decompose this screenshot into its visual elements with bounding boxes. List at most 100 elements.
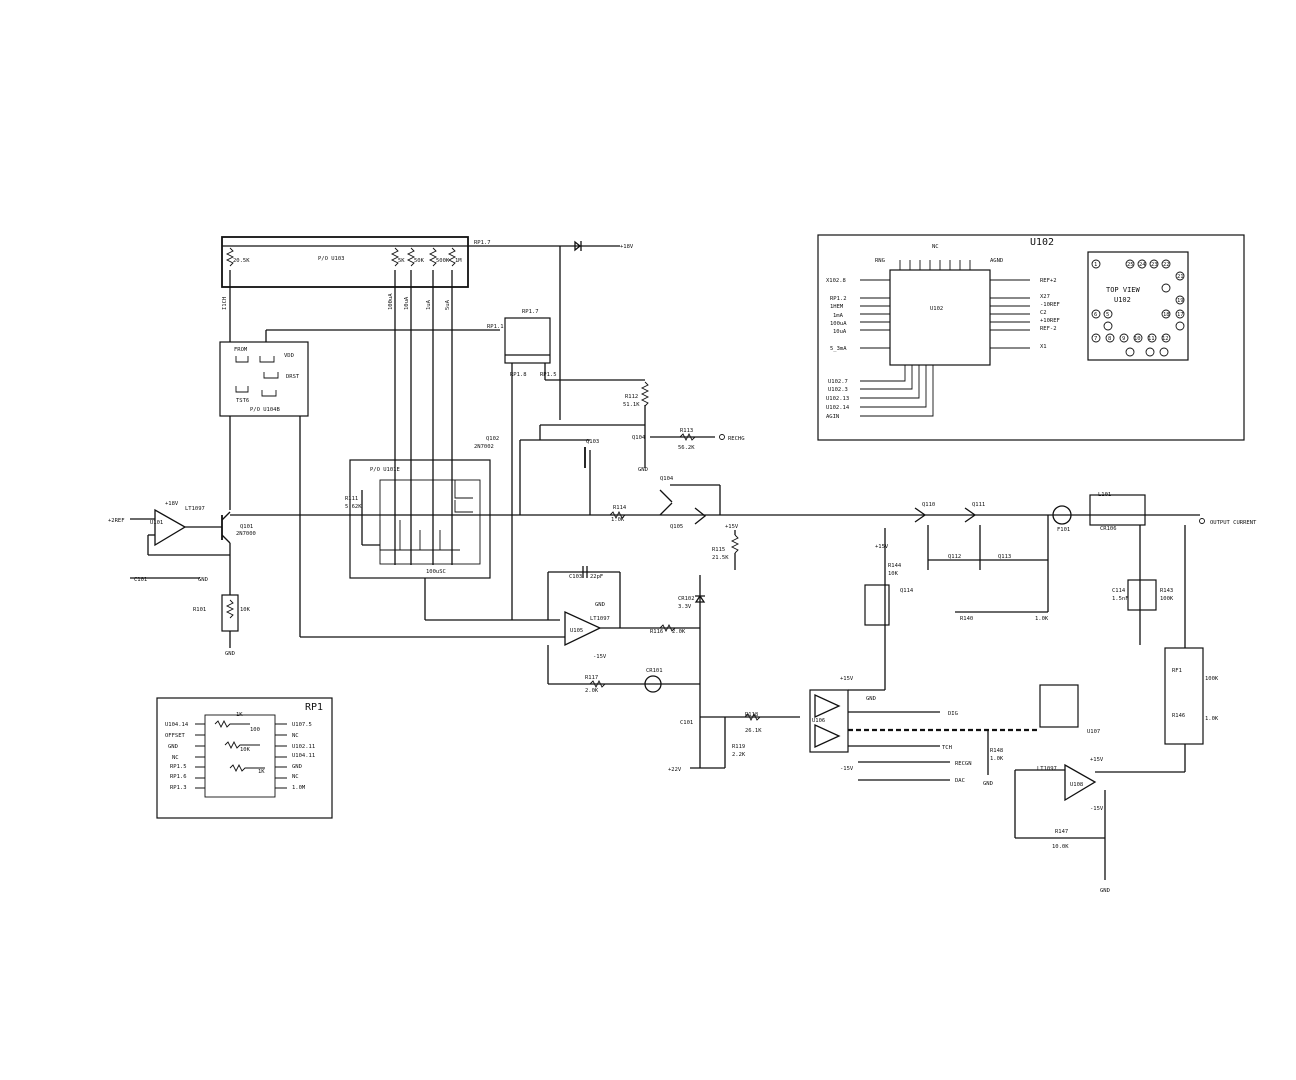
resistor-pack-u103: P/O U103 RP1.7 +18V 20.5K 5K 50K 500K 1M…	[221, 236, 634, 565]
tv-3-5: 19	[1177, 298, 1184, 304]
rp1-title: RP1	[305, 702, 323, 713]
q103-label: Q103	[586, 439, 599, 445]
u102-bottom-1: U102.3	[828, 387, 848, 393]
r101-value: 10K	[240, 607, 251, 613]
u102-left-4: 100uA	[830, 321, 847, 327]
q101-part: 2N7000	[236, 531, 256, 537]
tv-4-0: 6	[1094, 312, 1097, 318]
r118-value: 26.1K	[745, 728, 762, 734]
u102-right-5: REF-2	[1040, 326, 1057, 332]
gnd-u106: GND	[866, 696, 876, 702]
r-50k-label: 50K	[414, 258, 425, 264]
middle-section: RP1.7 RP1.8 RP1.5 Q102 2N7002 Q103 R112 …	[230, 309, 1200, 773]
u102-left-0: X102.8	[826, 278, 846, 284]
tv-1-3: 24	[1139, 262, 1146, 268]
r148-value: 1.0K	[990, 756, 1004, 762]
q112-label: Q112	[948, 554, 961, 560]
rp1-left-0: U104.14	[165, 722, 189, 728]
cr102-label: CR102	[678, 596, 695, 602]
sw-vdd-label: VDD	[284, 353, 294, 359]
r118-label: R118	[745, 712, 758, 718]
u102-agnd: AGND	[990, 258, 1003, 264]
q114-label: Q114	[900, 588, 914, 594]
u101-label: U101	[150, 520, 163, 526]
rp1-left-5: RP1.6	[170, 774, 187, 780]
u108-label: U108	[1070, 782, 1083, 788]
rp1-7-label: RP1.7	[474, 240, 491, 246]
rf1-value: 100K	[1205, 676, 1219, 682]
sw-from-label: FROM	[234, 347, 248, 353]
gnd-left-label: GND	[198, 577, 208, 583]
rp1-right-5: NC	[292, 774, 299, 780]
p15v-mid: +15V	[725, 524, 739, 530]
rechg-label: RECHG	[728, 436, 745, 442]
range-line-1: I1CH	[222, 297, 228, 310]
u101-opamp: U101 LT1097 +18V +2REF C101 GND	[108, 501, 230, 583]
recgn-label-a: RECGN	[955, 761, 972, 767]
u104-switch-block: FROM VDD DRST TST6 P/O U104B RP1.1	[219, 324, 504, 637]
gnd-u105: GND	[595, 602, 605, 608]
rp1-block: RP1 U104.14 OFFSET GND NC RP1.5 RP1.6 RP…	[156, 697, 333, 819]
r119-value: 2.2K	[732, 752, 746, 758]
q111-label: Q111	[972, 502, 985, 508]
rp1-res-0: 1K	[236, 712, 243, 718]
r114-label: R114	[613, 505, 627, 511]
l101-label: L101	[1098, 492, 1111, 498]
range-switch-block: P/O U101E R111 5.62K 100uSC	[345, 459, 560, 621]
range-block-bottom: 100uSC	[426, 569, 446, 575]
cr102-value: 3.3V	[678, 604, 692, 610]
cr103	[559, 240, 582, 420]
r112-label: R112	[625, 394, 638, 400]
tv-1-0: 1	[1094, 262, 1097, 268]
u102-title: U102	[1030, 237, 1054, 248]
r143-value: 100K	[1160, 596, 1174, 602]
u102-left-5: 10uA	[833, 329, 847, 335]
c114-value: 1.5nF	[1112, 596, 1129, 602]
u105-part: LT1097	[590, 616, 610, 622]
u104-ref-label: RP1.1	[487, 324, 504, 330]
m15v-u108: -15V	[1090, 806, 1104, 812]
f101-label: F101	[1057, 527, 1070, 533]
u102-rng: RNG	[875, 258, 885, 264]
u102-bottom-4: AGIN	[826, 414, 839, 420]
tv-1-2: 25	[1127, 262, 1134, 268]
u102-nc: NC	[932, 244, 939, 250]
u106-label: U106	[812, 718, 825, 724]
u102-right-0: REF+2	[1040, 278, 1057, 284]
p22v-label: +22V	[668, 767, 682, 773]
u102-right-3: C2	[1040, 310, 1047, 316]
u103-label: P/O U103	[318, 256, 345, 262]
q104-label: Q104	[660, 476, 674, 482]
r140-value: 1.0K	[1035, 616, 1049, 622]
tv-5-2: 9	[1122, 336, 1125, 342]
tv-4-4: 18	[1163, 312, 1170, 318]
sw-drst-label: DRST	[286, 374, 300, 380]
u102-left-1: RP1.2	[830, 296, 847, 302]
u102-left-2: 1HEM	[830, 304, 844, 310]
r119-label: R119	[732, 744, 745, 750]
rp1-right-1: NC	[292, 733, 299, 739]
rp1-5-label: RP1.5	[540, 372, 557, 378]
tv-4-1: 5	[1106, 312, 1109, 318]
rp1-right-4: GND	[292, 764, 302, 770]
u102-right-4: +10REF	[1040, 318, 1060, 324]
rf1-label: RF1	[1172, 668, 1182, 674]
range-line-2: 100uA	[388, 293, 394, 310]
u106-block: U106 +15V -15V GND DIG TCH RECGN DAC	[809, 528, 1040, 784]
rp1-left-4: RP1.5	[170, 764, 187, 770]
u102-chip-label: U102	[930, 306, 943, 312]
rp1-right-3: U104.11	[292, 753, 315, 759]
r116-value: 2.0K	[672, 629, 686, 635]
cr106-label: CR106	[1100, 526, 1117, 532]
r114-value: 1.0K	[611, 517, 625, 523]
q113-label: Q113	[998, 554, 1011, 560]
u102-right-2: -10REF	[1040, 302, 1060, 308]
gnd-mid: GND	[638, 467, 648, 473]
p15v-u106: +15V	[840, 676, 854, 682]
p15v-u108: +15V	[1090, 757, 1104, 763]
rp1-left-3: NC	[172, 755, 179, 761]
u102-left-6: 5_3mA	[830, 346, 847, 352]
u102-right-6: X1	[1040, 344, 1047, 350]
c101-label: C101	[134, 577, 147, 583]
